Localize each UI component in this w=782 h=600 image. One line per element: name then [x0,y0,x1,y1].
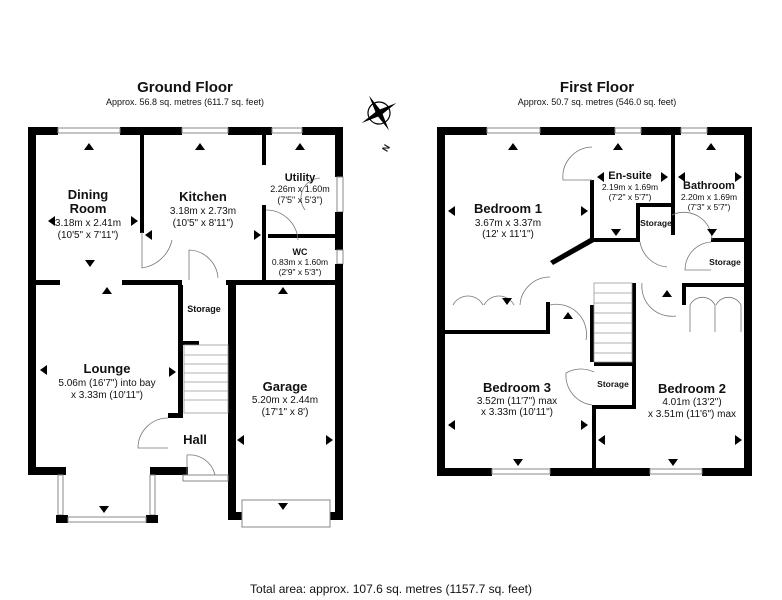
wc-name: WC [293,247,308,257]
en-suite-name: En-suite [608,170,651,182]
dining-room-imperial: (10'5" x 7'11") [58,230,119,241]
bedroom-3-dims-2: x 3.33m (10'11") [481,407,553,418]
kitchen-metric: 3.18m x 2.73m [170,206,236,217]
utility-name: Utility [285,172,316,184]
bedroom-1-imperial: (12' x 11'1") [482,229,534,240]
measurement-arrows [40,143,333,513]
dining-room-metric: 3.18m x 2.41m [55,218,121,229]
utility-imperial: (7'5" x 5'3") [277,195,322,205]
first-floor-area: Approx. 50.7 sq. metres (546.0 sq. feet) [518,97,677,107]
storage-ensuite-name: Storage [640,218,672,228]
garage-name: Garage [263,379,308,394]
first-floor-measurement-arrows [448,143,742,466]
storage-name: Storage [187,304,221,314]
storage-stairs-name: Storage [597,379,629,389]
wc-metric: 0.83m x 1.60m [272,257,328,267]
en-suite-metric: 2.19m x 1.69m [602,182,658,192]
en-suite-imperial: (7'2" x 5'7") [609,192,652,202]
dining-room-name-2: Room [70,201,107,216]
wc-imperial: (2'9" x 5'3") [279,267,322,277]
first-floor-walls [437,127,752,476]
storage-landing-name: Storage [709,257,741,267]
compass-north-label: N [380,143,392,154]
ground-floor-area: Approx. 56.8 sq. metres (611.7 sq. feet) [106,97,264,107]
bedroom-3-name: Bedroom 3 [483,380,551,395]
bedroom-2-dims-1: 4.01m (13'2") [662,397,721,408]
bedroom-2-name: Bedroom 2 [658,381,726,396]
bedroom-1-metric: 3.67m x 3.37m [475,218,541,229]
bathroom-name: Bathroom [683,180,735,192]
total-area: Total area: approx. 107.6 sq. metres (11… [250,582,532,596]
compass-icon [361,95,397,131]
bathroom-imperial: (7'3" x 5'7") [688,202,731,212]
kitchen-imperial: (10'5" x 8'11") [173,218,234,229]
lounge-dims-2: x 3.33m (10'11") [71,390,143,401]
ground-floor-doors [137,177,321,476]
ground-floor-title: Ground Floor [137,79,233,96]
first-floor-stairs [593,282,633,363]
first-floor-title: First Floor [560,79,634,96]
dining-room-name: Dining [68,187,108,202]
ground-floor-plan: Ground Floor Approx. 56.8 sq. metres (61… [28,79,344,528]
lounge-dims-1: 5.06m (16'7") into bay [58,378,155,389]
first-floor-doors [452,146,742,406]
bathroom-metric: 2.20m x 1.69m [681,192,737,202]
utility-metric: 2.26m x 1.60m [270,184,330,194]
bedroom-2-dims-2: x 3.51m (11'6") max [648,409,736,420]
garage-metric: 5.20m x 2.44m [252,395,318,406]
first-floor-labels: Bedroom 1 3.67m x 3.37m (12' x 11'1") En… [474,170,741,420]
lounge-name: Lounge [84,361,131,376]
bedroom-3-dims-1: 3.52m (11'7") max [477,396,557,407]
hall-name: Hall [183,432,207,447]
garage-imperial: (17'1" x 8') [262,407,309,418]
ground-floor-stairs [183,344,229,414]
kitchen-name: Kitchen [179,189,227,204]
bedroom-1-name: Bedroom 1 [474,201,542,216]
ground-floor-labels: Dining Room 3.18m x 2.41m (10'5" x 7'11"… [55,172,330,447]
first-floor-plan: First Floor Approx. 50.7 sq. metres (546… [437,79,752,476]
